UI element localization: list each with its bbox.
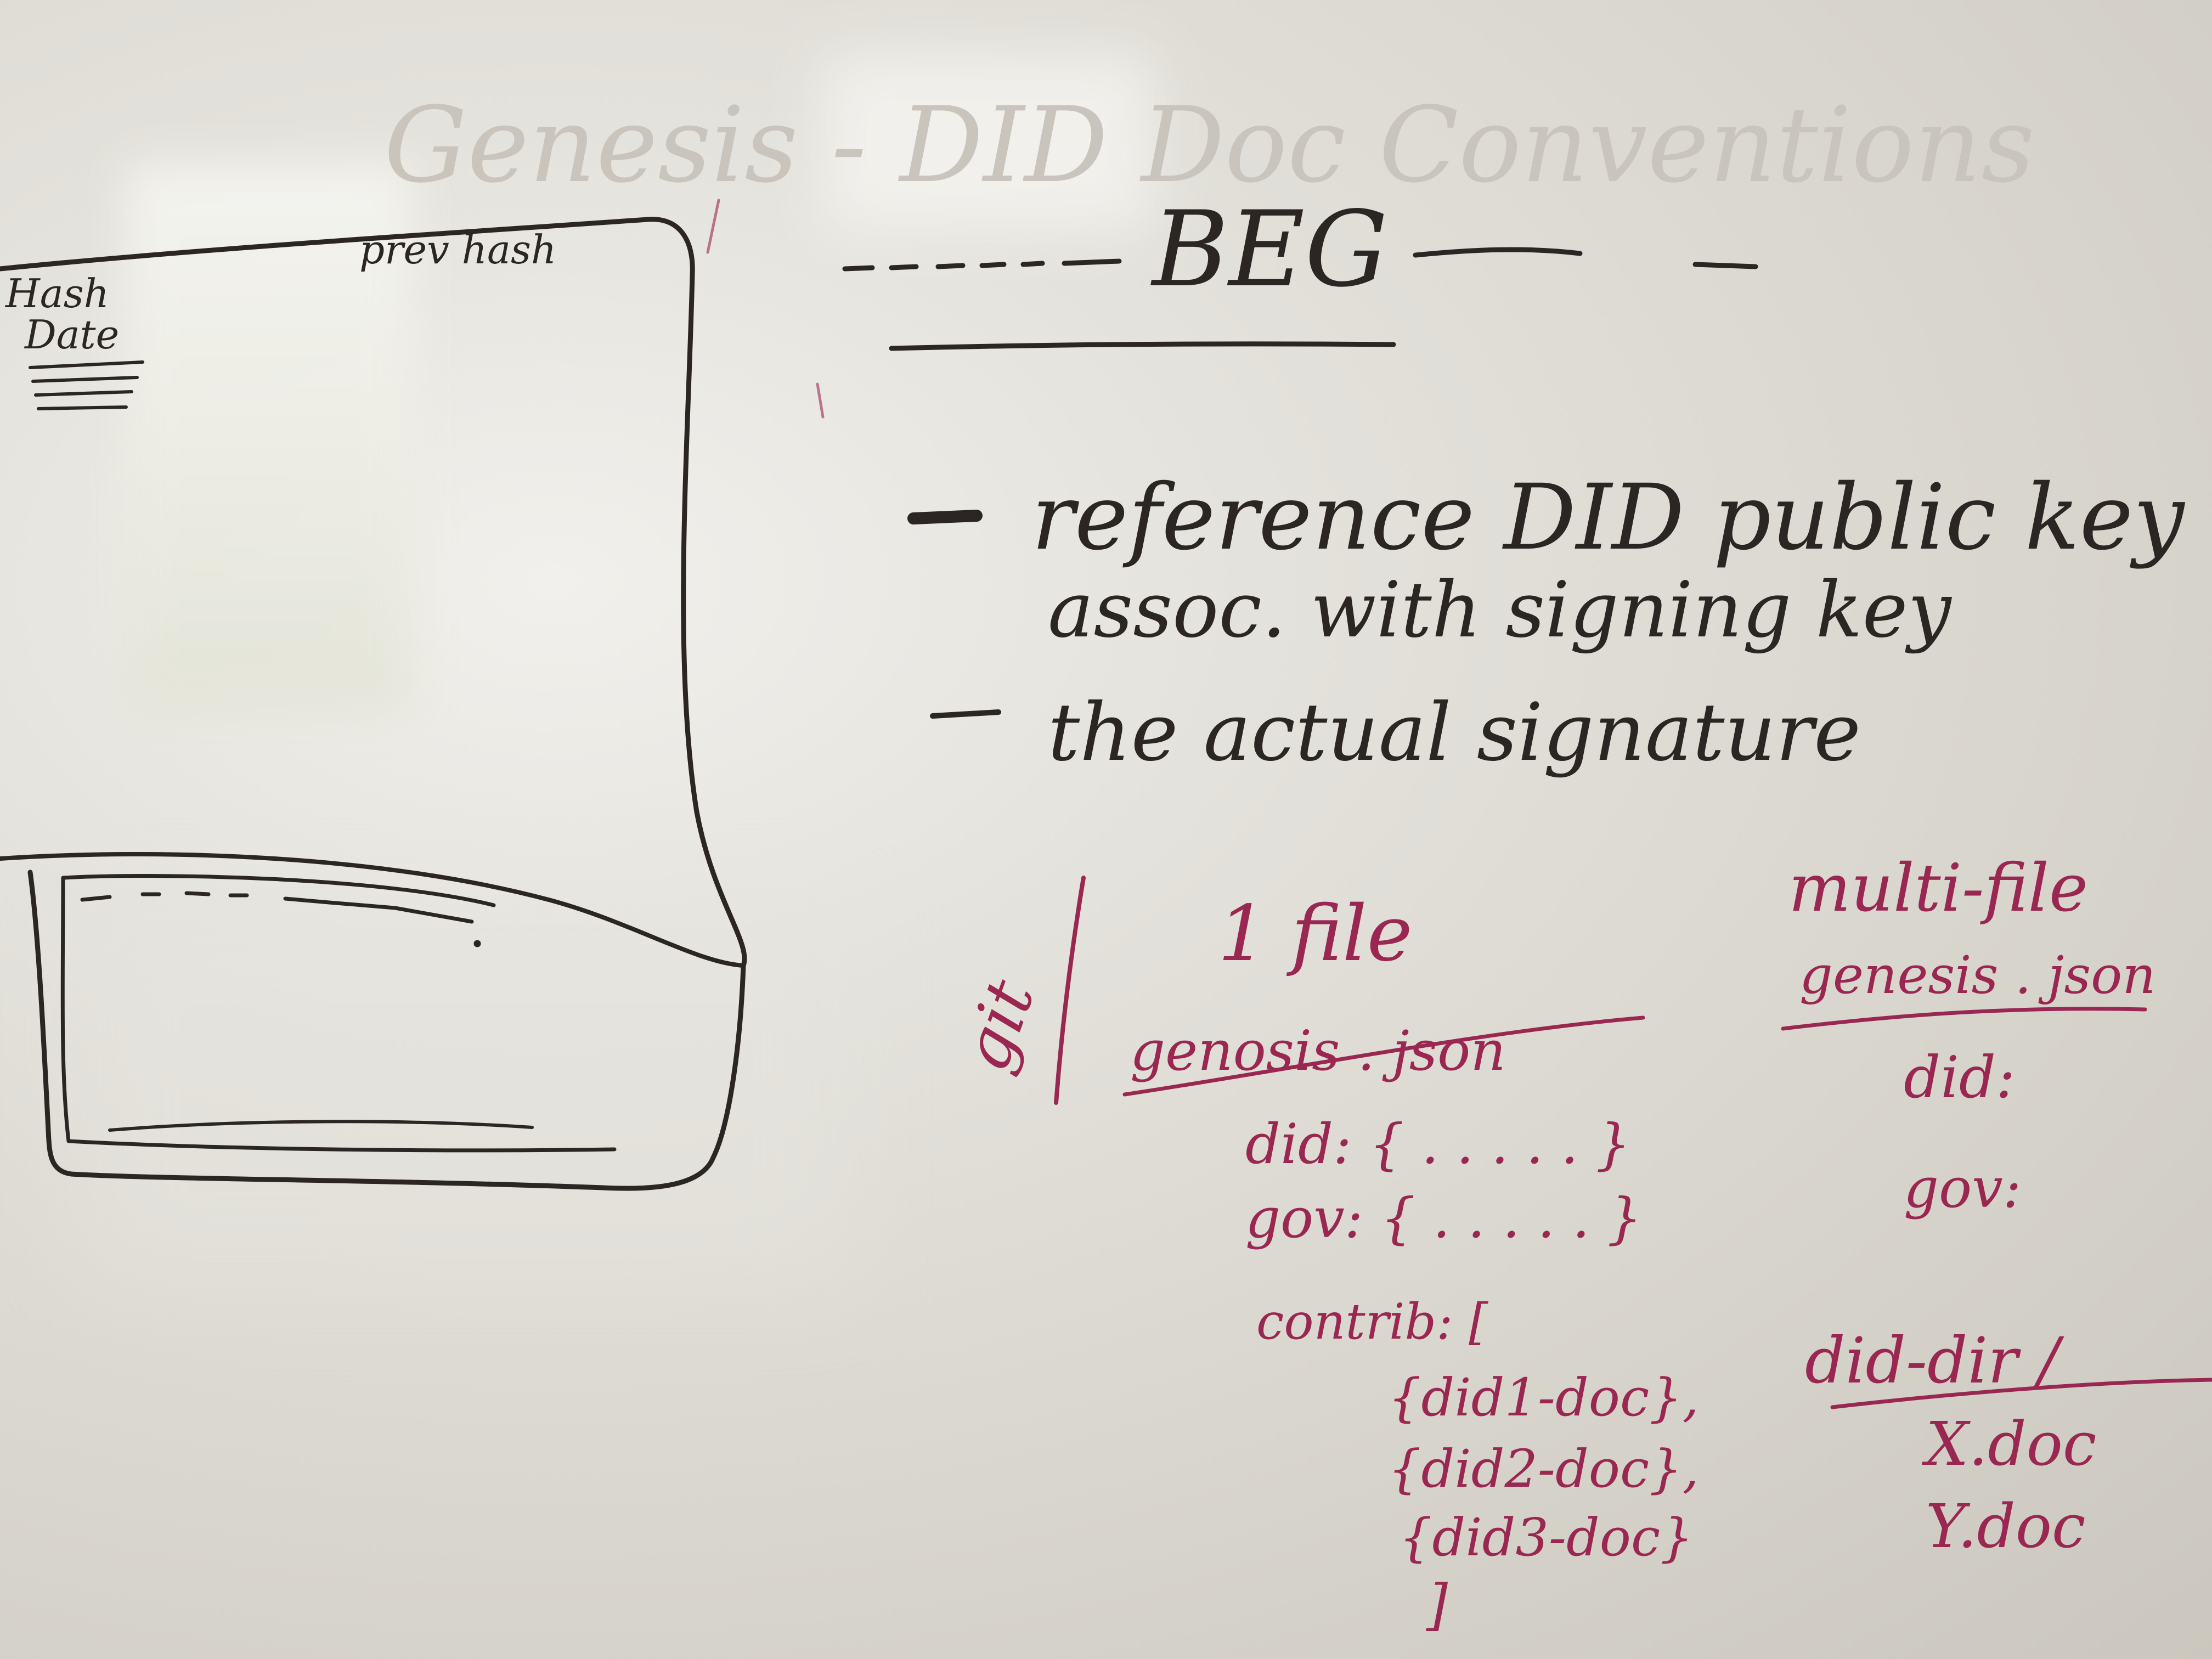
header-title: BEG	[1150, 189, 1388, 310]
ghost-heading: Genesis - DID Doc Conventions	[384, 84, 2035, 206]
single-file-line: ]	[1426, 1573, 1448, 1637]
multi-file-line: did:	[1904, 1044, 2015, 1111]
git-section-lines	[706, 199, 2212, 1409]
git-label: git	[947, 970, 1050, 1081]
header-underline	[889, 341, 1396, 351]
single-file-line: {did3-doc}	[1399, 1508, 1694, 1568]
dir-file: X.doc	[1921, 1409, 2097, 1479]
single-file-name: genosis . json	[1130, 1019, 1506, 1083]
header-dash-right-2	[1692, 262, 1758, 269]
single-file-line: {did2-doc},	[1388, 1439, 1699, 1499]
header-dashes-left	[842, 258, 1122, 272]
light-reflection-lower	[82, 905, 850, 1289]
sketch-label-underline	[29, 360, 144, 410]
single-file-heading: 1 file	[1218, 889, 1413, 979]
multi-file-heading: multi-file	[1788, 850, 2088, 927]
faint-marks	[706, 199, 825, 419]
bullet-2-dash	[930, 709, 1001, 719]
block-sketch	[0, 217, 747, 1191]
light-reflection	[823, 55, 1152, 230]
header-dash-right-1	[1413, 247, 1583, 258]
sketch-prev-hash-label: prev hash	[359, 227, 556, 273]
sketch-outer-outline	[0, 217, 747, 1191]
bullet-1-line-1: reference DID public key	[1031, 465, 2185, 570]
sketch-date-label: Date	[24, 312, 119, 358]
single-file-line: contrib: [	[1256, 1293, 1488, 1351]
sketch-inner-line	[108, 1120, 534, 1132]
single-file-underline	[1122, 1015, 1645, 1097]
sketch-hash-label: Hash	[4, 270, 109, 317]
multi-file-underline	[1781, 1007, 2147, 1031]
sketch-dashed-line	[80, 891, 474, 924]
bullet-2-text: the actual signature	[1048, 686, 1861, 779]
dir-file: Y.doc	[1926, 1491, 2086, 1561]
bullet-1-dash	[907, 510, 983, 524]
single-file-line: did: { . . . . . }	[1245, 1112, 1630, 1176]
did-dir-name: did-dir /	[1805, 1324, 2065, 1398]
single-file-line: gov: { . . . . . }	[1245, 1186, 1642, 1250]
git-divider	[1054, 876, 1086, 1105]
bullet-markers	[907, 510, 1001, 719]
multi-file-name: genesis . json	[1799, 945, 2156, 1006]
multi-file-line: gov:	[1904, 1156, 2021, 1220]
sketch-divider	[0, 852, 746, 968]
window-reflection	[126, 165, 411, 713]
sketch-dot	[473, 940, 481, 947]
single-file-line: {did1-doc},	[1388, 1368, 1699, 1428]
sketch-inner-box	[60, 874, 617, 1153]
bullet-1-line-2: assoc. with signing key	[1048, 566, 1953, 655]
header-rules	[842, 247, 1758, 351]
did-dir-underline	[1830, 1378, 2212, 1409]
